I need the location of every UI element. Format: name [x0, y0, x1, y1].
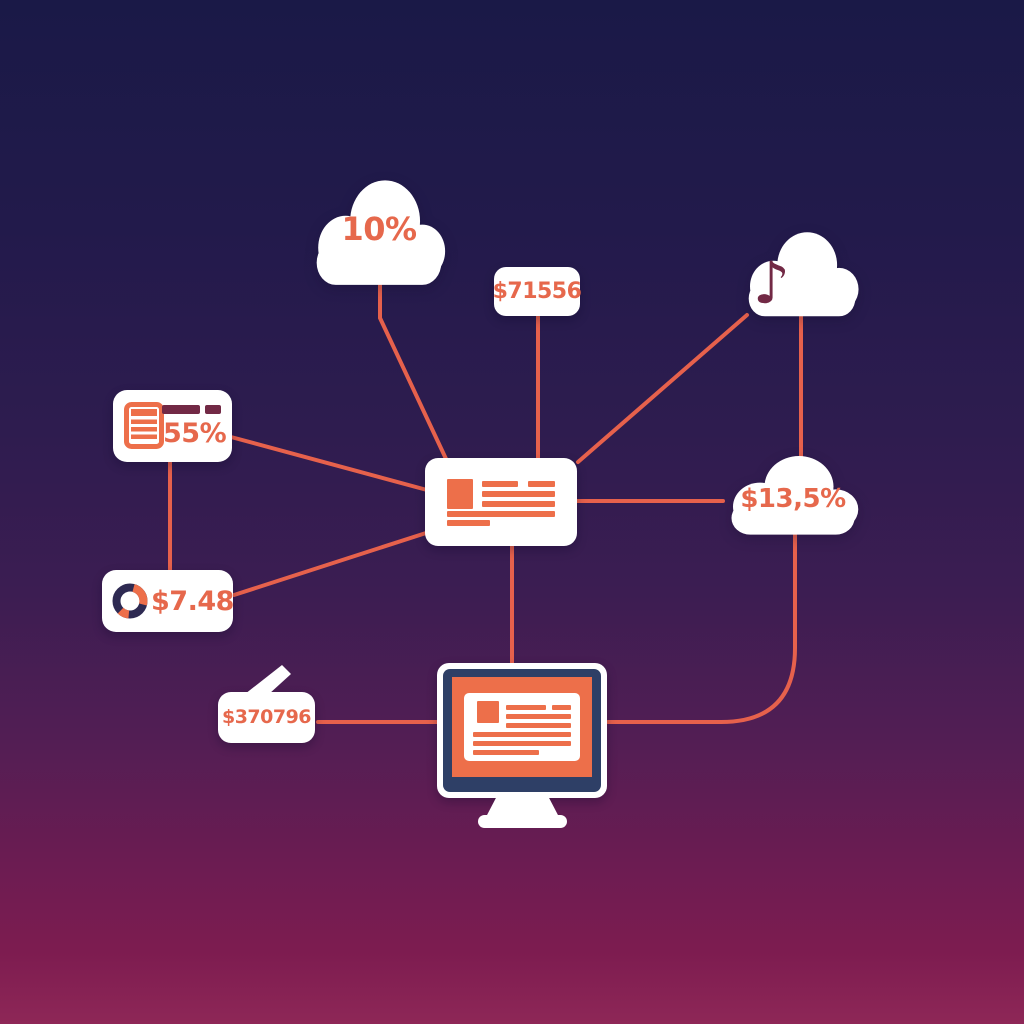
text-line-bar: [506, 723, 571, 728]
document-stats-node: 55%: [113, 390, 232, 462]
monitor-bezel: [443, 669, 601, 792]
connector-docbox-to-card: [229, 435, 429, 492]
monitor-article-card: [464, 693, 580, 761]
cloud-node-rate: $13,5%: [718, 452, 868, 540]
text-line-bar: [552, 705, 571, 710]
donut-price-node: $7.48: [102, 570, 234, 632]
title-dash-short: [205, 405, 221, 414]
speech-bubble-label: $370796: [221, 706, 312, 728]
text-line-bar: [506, 705, 546, 710]
monitor-stand-neck: [486, 796, 559, 817]
price-tag-label: $71556: [492, 278, 582, 304]
text-line-bar: [528, 481, 555, 487]
cloud-node-10-percent: 10%: [303, 175, 455, 292]
connector-cloud10-to-card: [378, 280, 449, 463]
central-article-card: [425, 458, 577, 546]
speech-bubble-tail: [245, 665, 291, 694]
text-line-bar: [473, 732, 571, 737]
article-image-block: [477, 701, 499, 723]
monitor-screen: [452, 677, 592, 777]
donut-chart-icon: [112, 583, 148, 619]
cloud-10-label: 10%: [341, 210, 417, 248]
title-dash-long: [162, 405, 200, 414]
text-line-bar: [473, 750, 539, 755]
speech-bubble-node: $370796: [218, 665, 315, 743]
text-line-bar: [482, 481, 518, 487]
connector-musiccloud-to-card: [576, 313, 749, 464]
article-image-block: [447, 479, 473, 509]
connector-donutbox-to-card: [232, 531, 428, 597]
price-tag-node: $71556: [492, 267, 582, 316]
text-line-bar: [506, 714, 571, 719]
donut-price-label: $7.48: [151, 586, 234, 617]
text-line-bar: [482, 491, 555, 497]
connector-ratecloud-to-monitor: [606, 530, 797, 724]
monitor-stand-base: [478, 815, 567, 828]
text-line-bar: [447, 511, 555, 517]
document-stats-label: 55%: [163, 418, 227, 449]
text-line-bar: [482, 501, 555, 507]
cloud-rate-label: $13,5%: [740, 484, 846, 514]
desktop-monitor-icon: [437, 663, 607, 798]
cloud-node-music: ♪: [737, 228, 867, 322]
text-line-bar: [473, 741, 571, 746]
music-note-icon: ♪: [753, 249, 791, 317]
text-line-bar: [447, 520, 490, 526]
document-lines-icon: [124, 402, 164, 449]
